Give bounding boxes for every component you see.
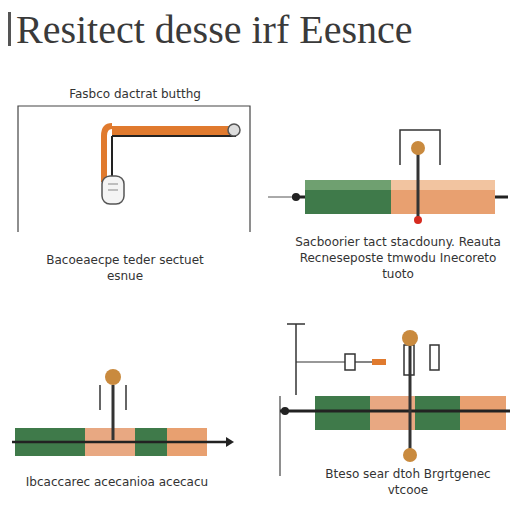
note-label: Bteso sear dtoh Brgrtgenec vtcooe [318,466,498,498]
note-label: Fasbco dactrat butthg [30,86,240,102]
note-label: Bacoeaecpe teder sectuet esnue [40,252,210,284]
note-label: Sacboorier tact stacdouny. Reauta Recnes… [292,234,504,283]
note-label: Ibcaccarec acecanioa acecacu [22,474,212,490]
diagram-title: Resitect desse irf Eesnce [16,10,413,50]
